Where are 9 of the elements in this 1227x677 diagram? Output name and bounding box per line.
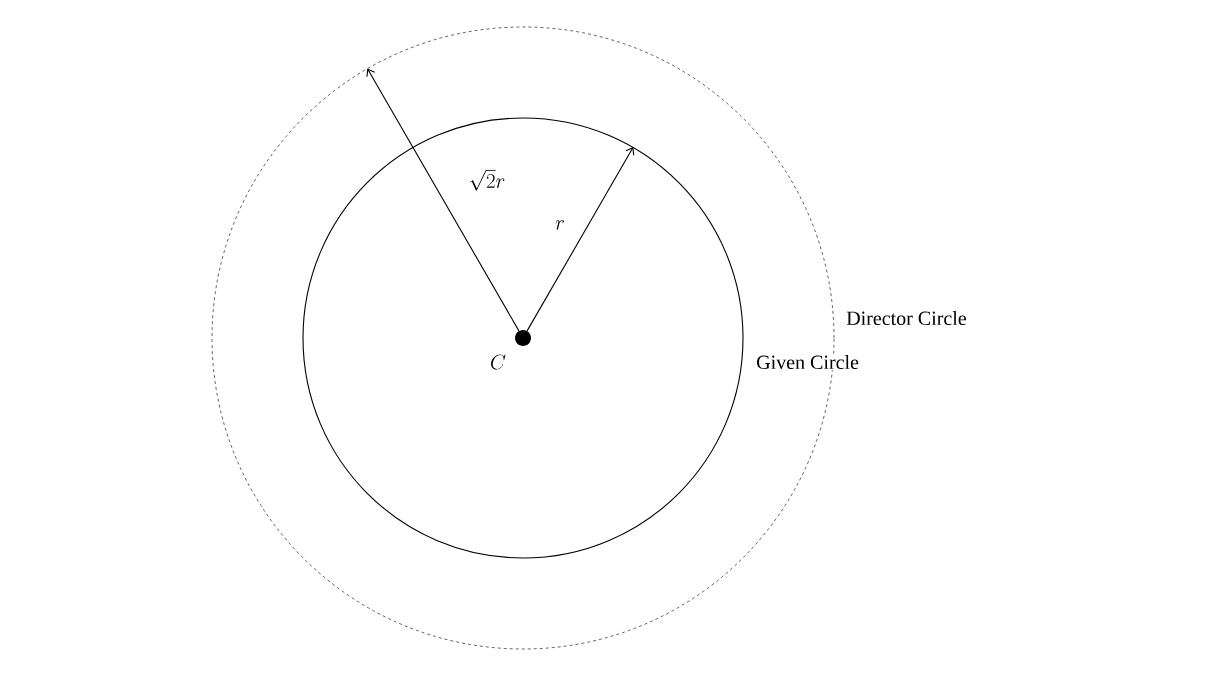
center-point (515, 330, 531, 346)
arrow (366, 68, 520, 332)
circle-label: Given Circle (755, 353, 860, 371)
edge-label: $\sqrt{2}r$ (470, 170, 505, 191)
arrow (526, 147, 635, 332)
given-circle (302, 117, 744, 559)
circle-label: Director Circle (846, 310, 967, 325)
point-label: $C$ (491, 354, 506, 370)
edge-label: $r$ (555, 220, 564, 230)
